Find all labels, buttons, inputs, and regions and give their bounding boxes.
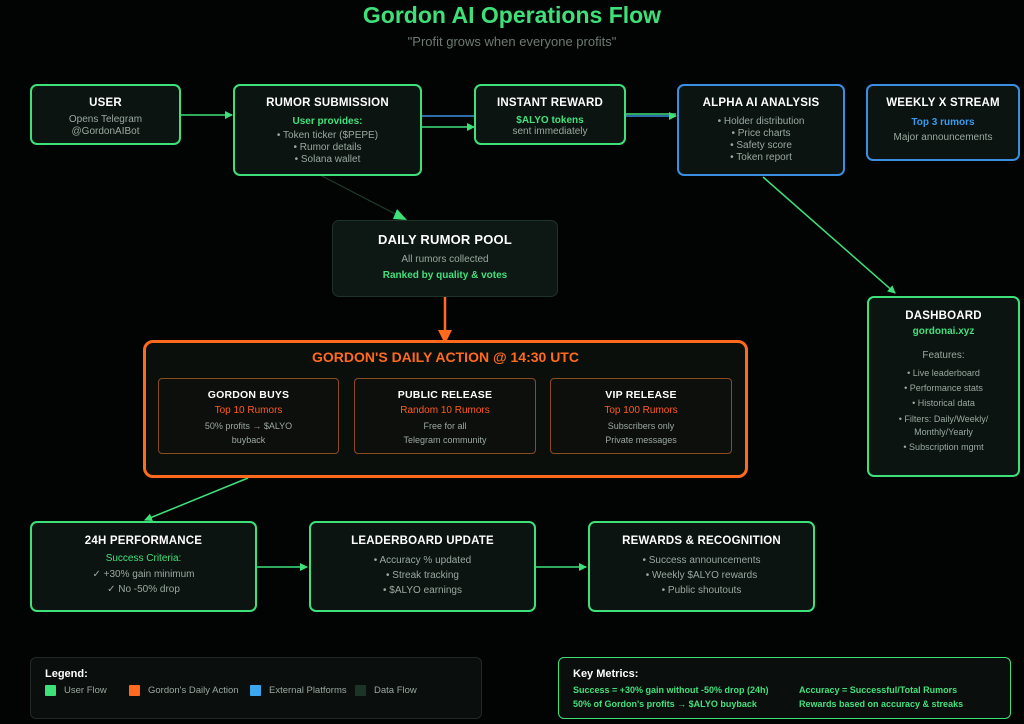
stream-line: Major announcements	[893, 132, 993, 143]
instant-reward-node: INSTANT REWARD $ALYO tokens sent immedia…	[474, 84, 626, 145]
leaderboard-node: LEADERBOARD UPDATE • Accuracy % updated …	[309, 521, 536, 612]
public-line: Telegram community	[403, 435, 487, 445]
vip-line: Private messages	[605, 435, 677, 445]
weekly-x-stream-node: WEEKLY X STREAM Top 3 rumors Major annou…	[866, 84, 1020, 161]
dashboard-item: • Filters: Daily/Weekly/	[898, 414, 989, 424]
pool-title: DAILY RUMOR POOL	[378, 232, 512, 247]
arrow-head-pool	[393, 209, 407, 220]
submission-item: • Token ticker ($PEPE)	[276, 130, 379, 141]
performance-title: 24H PERFORMANCE	[84, 535, 203, 547]
user-line: Opens Telegram	[68, 114, 143, 125]
metric-item: 50% of Gordon's profits → $ALYO buyback	[573, 699, 757, 709]
page-title: Gordon AI Operations Flow	[362, 2, 662, 28]
legend-swatch	[129, 685, 140, 696]
rumor-submission-node: RUMOR SUBMISSION User provides: • Token …	[233, 84, 422, 176]
vip-line: Subscribers only	[607, 421, 675, 431]
vip-release-node: VIP RELEASE Top 100 Rumors Subscribers o…	[550, 378, 732, 454]
alpha-ai-analysis-node: ALPHA AI ANALYSIS • Holder distribution …	[677, 84, 845, 176]
leaderboard-title: LEADERBOARD UPDATE	[351, 535, 494, 547]
legend-label: Gordon's Daily Action	[148, 685, 239, 696]
reward-line: sent immediately	[512, 126, 588, 137]
submission-title: RUMOR SUBMISSION	[266, 97, 389, 109]
submission-item: • Rumor details	[293, 142, 362, 153]
pool-line: All rumors collected	[401, 254, 489, 265]
public-highlight: Random 10 Rumors	[400, 405, 490, 416]
metrics-title: Key Metrics:	[573, 668, 639, 680]
dashboard-title: DASHBOARD	[905, 310, 982, 322]
public-title: PUBLIC RELEASE	[397, 389, 493, 401]
dashboard-item: • Performance stats	[904, 383, 983, 393]
performance-line: ✓ No -50% drop	[107, 584, 180, 595]
public-line: Free for all	[423, 421, 467, 431]
page-subtitle: "Profit grows when everyone profits"	[407, 34, 617, 49]
rewards-item: • Weekly $ALYO rewards	[645, 570, 758, 581]
leaderboard-item: • $ALYO earnings	[383, 585, 462, 596]
performance-line: ✓ +30% gain minimum	[92, 569, 195, 580]
legend-panel: Legend: User Flow Gordon's Daily Action …	[30, 657, 482, 719]
alpha-item: • Safety score	[730, 140, 792, 151]
performance-node: 24H PERFORMANCE Success Criteria: ✓ +30%…	[30, 521, 257, 612]
dashboard-item: • Live leaderboard	[907, 368, 980, 378]
buys-line: buyback	[231, 435, 266, 445]
dashboard-features-label: Features:	[922, 350, 965, 361]
legend-item-user-flow: User Flow	[45, 685, 107, 696]
gordon-buys-node: GORDON BUYS Top 10 Rumors 50% profits → …	[158, 378, 339, 454]
user-line: @GordonAIBot	[71, 126, 140, 137]
daily-action-title: GORDON'S DAILY ACTION @ 14:30 UTC	[312, 349, 579, 365]
reward-title: INSTANT REWARD	[496, 97, 604, 109]
rewards-item: • Success announcements	[642, 555, 761, 566]
alpha-item: • Token report	[730, 152, 792, 163]
reward-highlight: $ALYO tokens	[516, 115, 584, 126]
key-metrics-panel: Key Metrics: Success = +30% gain without…	[558, 657, 1011, 719]
legend-title: Legend:	[45, 668, 88, 680]
dashboard-item: • Historical data	[912, 398, 975, 408]
legend-label: Data Flow	[374, 685, 417, 696]
rewards-title: REWARDS & RECOGNITION	[622, 535, 781, 547]
pool-highlight: Ranked by quality & votes	[382, 270, 508, 281]
legend-swatch	[355, 685, 366, 696]
submission-item: • Solana wallet	[294, 154, 361, 165]
buys-line: 50% profits → $ALYO	[204, 421, 293, 431]
metric-item: Accuracy = Successful/Total Rumors	[799, 685, 958, 695]
legend-item-data-flow: Data Flow	[355, 685, 417, 696]
stream-title: WEEKLY X STREAM	[886, 97, 1000, 109]
leaderboard-item: • Accuracy % updated	[373, 555, 472, 566]
leaderboard-item: • Streak tracking	[386, 570, 459, 581]
arrow-alpha-to-dashboard	[762, 176, 896, 294]
daily-rumor-pool-node: DAILY RUMOR POOL All rumors collected Ra…	[332, 220, 558, 297]
rewards-item: • Public shoutouts	[661, 585, 742, 596]
legend-label: User Flow	[64, 685, 107, 696]
legend-label: External Platforms	[269, 685, 347, 696]
submission-highlight: User provides:	[292, 116, 363, 127]
metric-item: Rewards based on accuracy & streaks	[799, 699, 964, 709]
alpha-title: ALPHA AI ANALYSIS	[702, 97, 820, 109]
vip-highlight: Top 100 Rumors	[604, 405, 678, 416]
legend-item-daily-action: Gordon's Daily Action	[129, 685, 239, 696]
dashboard-highlight: gordonai.xyz	[912, 326, 975, 337]
buys-highlight: Top 10 Rumors	[214, 405, 283, 416]
vip-title: VIP RELEASE	[605, 389, 677, 401]
dashboard-item: Monthly/Yearly	[914, 427, 973, 437]
rewards-node: REWARDS & RECOGNITION • Success announce…	[588, 521, 815, 612]
legend-swatch	[45, 685, 56, 696]
arrow-action-to-performance	[144, 477, 249, 522]
arrow-submission-to-pool	[321, 175, 406, 220]
dashboard-item: • Subscription mgmt	[903, 442, 984, 452]
alpha-item: • Holder distribution	[717, 116, 805, 127]
legend-item-external-platforms: External Platforms	[250, 685, 347, 696]
user-title: USER	[89, 97, 122, 109]
metric-item: Success = +30% gain without -50% drop (2…	[573, 685, 769, 695]
public-release-node: PUBLIC RELEASE Random 10 Rumors Free for…	[354, 378, 536, 454]
dashboard-node: DASHBOARD gordonai.xyz Features: • Live …	[867, 296, 1020, 477]
performance-highlight: Success Criteria:	[105, 553, 182, 564]
buys-title: GORDON BUYS	[207, 389, 290, 401]
legend-swatch	[250, 685, 261, 696]
user-node: USER Opens Telegram @GordonAIBot	[30, 84, 181, 145]
stream-highlight: Top 3 rumors	[911, 117, 975, 128]
alpha-item: • Price charts	[731, 128, 791, 139]
